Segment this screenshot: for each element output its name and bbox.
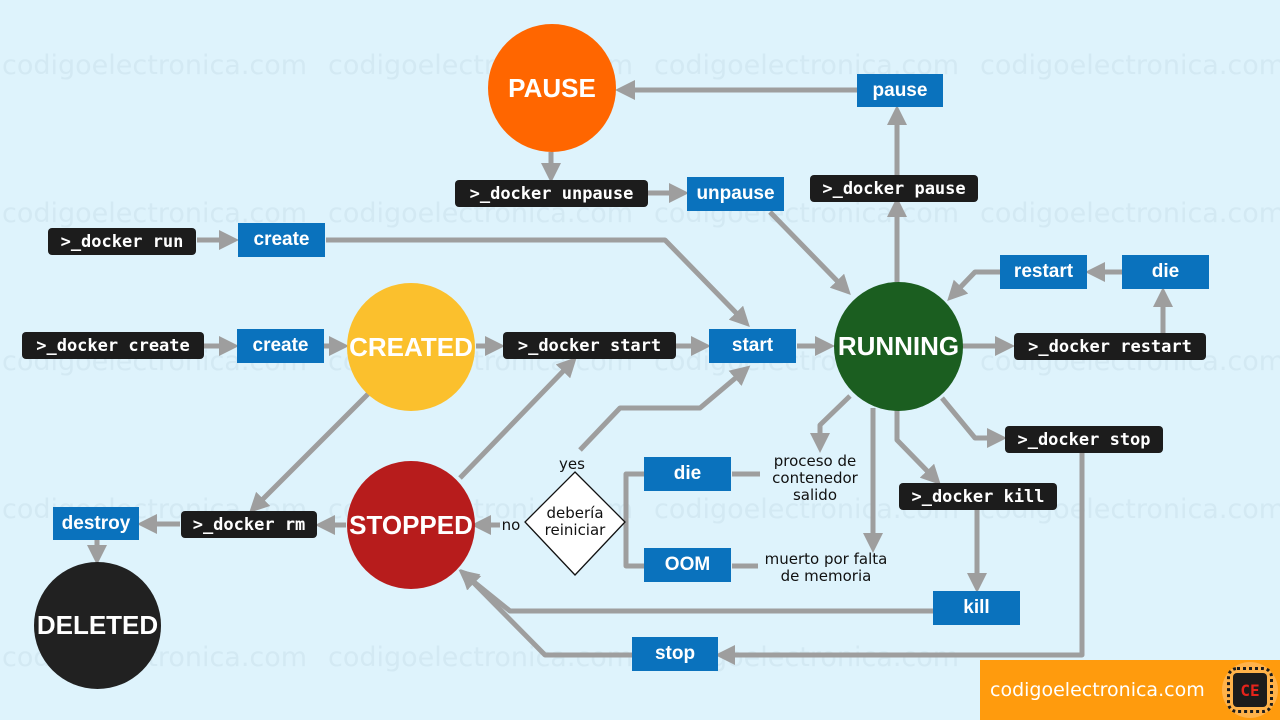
edge-running-to-docker-stop bbox=[940, 396, 1008, 448]
event-pause: pause bbox=[857, 74, 943, 107]
state-pause-label: PAUSE bbox=[508, 72, 596, 103]
command-docker-start: >_docker start bbox=[503, 332, 676, 359]
command-docker-create: >_docker create bbox=[22, 332, 204, 359]
state-created-label: CREATED bbox=[349, 331, 473, 362]
decision-no-label: no bbox=[501, 516, 521, 534]
decision-question: debería reiniciar bbox=[530, 505, 620, 539]
edge-decision-yes-to-start bbox=[578, 365, 751, 452]
event-start: start bbox=[709, 329, 796, 363]
command-docker-rm: >_docker rm bbox=[181, 511, 317, 538]
decision-question-line2: reiniciar bbox=[544, 521, 606, 539]
decision-yes-label: yes bbox=[559, 455, 585, 473]
state-pause: PAUSE bbox=[488, 24, 616, 152]
edge-docker-stop-to-stop bbox=[714, 452, 1085, 665]
state-running: RUNNING bbox=[834, 282, 963, 411]
event-destroy: destroy bbox=[53, 507, 139, 540]
note-process-exited-line3: salido bbox=[792, 486, 838, 504]
event-create: create bbox=[237, 329, 324, 363]
state-stopped-label: STOPPED bbox=[349, 509, 473, 540]
edge-die-oom-to-decision bbox=[623, 471, 644, 569]
watermark: codigoelectronica.com bbox=[2, 50, 308, 81]
event-unpause: unpause bbox=[687, 177, 784, 211]
watermark: codigoelectronica.com bbox=[980, 198, 1280, 229]
note-out-of-memory-line2: de memoria bbox=[780, 567, 872, 585]
edge-restart-to-running bbox=[947, 269, 1000, 302]
edge-running-to-exit bbox=[810, 394, 852, 454]
note-process-exited-line2: contenedor bbox=[772, 469, 858, 487]
edge-running-to-docker-kill bbox=[894, 408, 941, 486]
event-die: die bbox=[644, 457, 731, 491]
event-kill: kill bbox=[933, 591, 1020, 625]
decision-question-line1: debería bbox=[546, 504, 604, 522]
footer-site-link[interactable]: codigoelectronica.com bbox=[990, 679, 1205, 701]
event-restart: restart bbox=[1000, 255, 1087, 289]
note-process-exited-line1: proceso de bbox=[773, 452, 857, 470]
command-docker-restart: >_docker restart bbox=[1014, 333, 1206, 360]
command-docker-run: >_docker run bbox=[48, 228, 196, 255]
note-out-of-memory-line1: muerto por falta bbox=[764, 550, 888, 568]
edge-create-run-to-start bbox=[326, 237, 750, 328]
state-created: CREATED bbox=[347, 283, 475, 411]
logo: CE bbox=[1222, 662, 1278, 718]
state-deleted-label: DELETED bbox=[36, 610, 159, 640]
edge-created-to-docker-rm bbox=[249, 392, 370, 513]
state-stopped: STOPPED bbox=[347, 461, 475, 589]
event-oom: OOM bbox=[644, 548, 731, 582]
note-out-of-memory: muerto por falta de memoria bbox=[752, 551, 900, 585]
state-deleted: DELETED bbox=[34, 562, 161, 689]
command-docker-unpause: >_docker unpause bbox=[455, 180, 648, 207]
edge-unpause-to-running bbox=[768, 210, 851, 296]
command-docker-pause: >_docker pause bbox=[810, 175, 978, 202]
note-process-exited: proceso de contenedor salido bbox=[752, 453, 878, 504]
command-docker-stop: >_docker stop bbox=[1005, 426, 1163, 453]
event-die-restart: die bbox=[1122, 255, 1209, 289]
chip-logo-icon: CE bbox=[1227, 667, 1273, 713]
edge-stopped-to-docker-start bbox=[458, 356, 577, 480]
event-create-run: create bbox=[238, 223, 325, 257]
command-docker-kill: >_docker kill bbox=[899, 483, 1057, 510]
watermark: codigoelectronica.com bbox=[980, 50, 1280, 81]
state-running-label: RUNNING bbox=[837, 331, 960, 361]
decision-diamond bbox=[524, 471, 626, 576]
edge-stop-to-stopped bbox=[460, 569, 632, 658]
event-stop: stop bbox=[632, 637, 718, 671]
